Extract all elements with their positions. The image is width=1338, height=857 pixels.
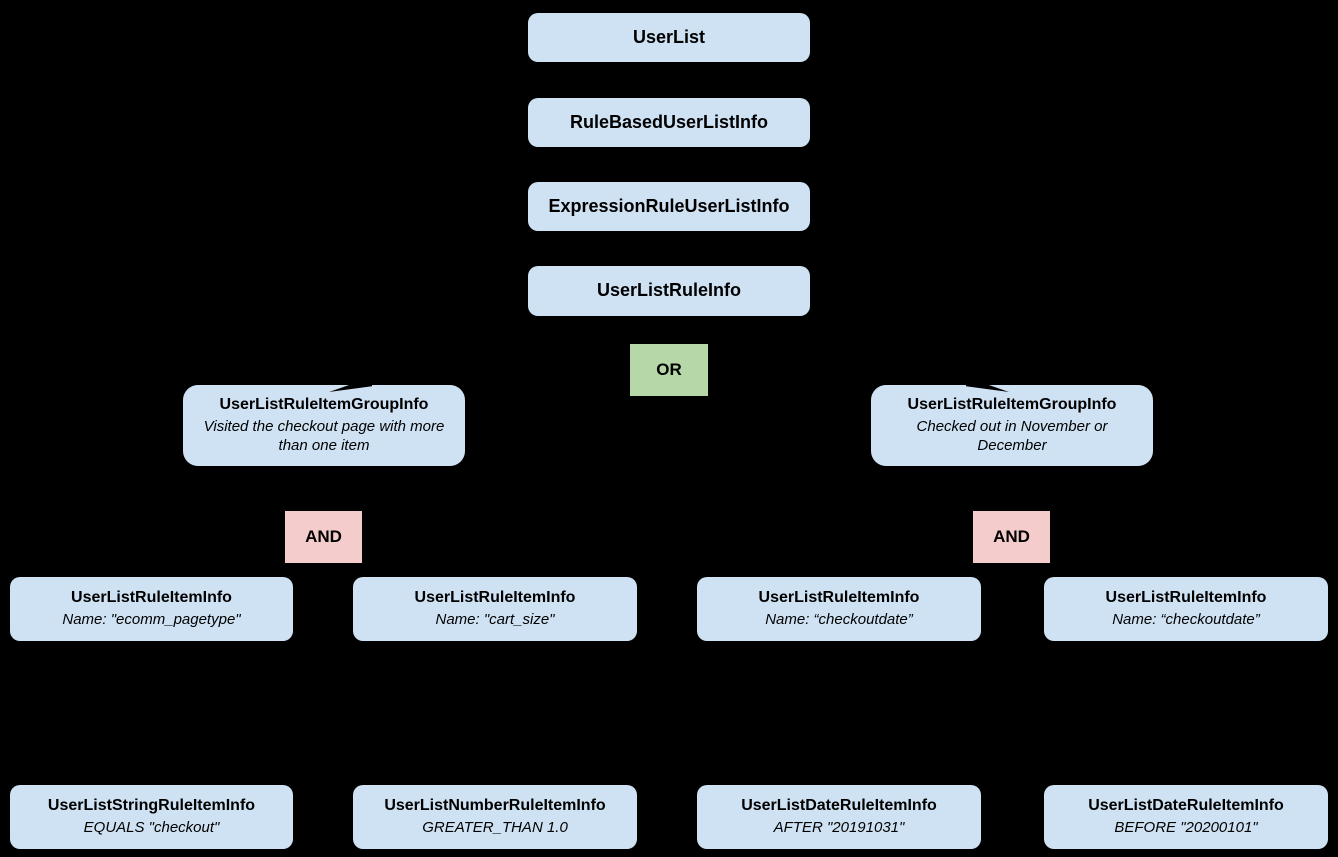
node-userlist: UserList xyxy=(528,13,810,62)
node-rule-item-cart-size: UserListRuleItemInfo Name: "cart_size" xyxy=(353,577,637,641)
leaf-label: UserListDateRuleItemInfo xyxy=(741,797,937,815)
node-expressionruleuserlistinfo-label: ExpressionRuleUserListInfo xyxy=(548,195,790,216)
rule-item-label: UserListRuleItemInfo xyxy=(414,589,576,607)
node-rulebaseduserlistinfo-label: RuleBasedUserListInfo xyxy=(569,111,769,132)
group-right-description: Checked out in November or December xyxy=(916,417,1108,455)
rule-item-label: UserListRuleItemInfo xyxy=(758,589,920,607)
group-left-description: Visited the checkout page with more than… xyxy=(203,417,445,455)
or-operator-label: OR xyxy=(656,359,682,379)
node-rule-item-checkoutdate-1: UserListRuleItemInfo Name: “checkoutdate… xyxy=(697,577,981,641)
node-string-rule-item: UserListStringRuleItemInfo EQUALS "check… xyxy=(10,785,293,849)
node-expressionruleuserlistinfo: ExpressionRuleUserListInfo xyxy=(528,182,810,231)
and-left-label: AND xyxy=(305,526,342,546)
node-rule-item-checkoutdate-2: UserListRuleItemInfo Name: “checkoutdate… xyxy=(1044,577,1328,641)
and-right-label: AND xyxy=(993,526,1030,546)
node-rule-item-group-left: UserListRuleItemGroupInfo Visited the ch… xyxy=(183,385,465,466)
node-and-operator-right: AND xyxy=(973,511,1050,563)
leaf-operator: AFTER "20191031" xyxy=(773,819,905,837)
node-rulebaseduserlistinfo: RuleBasedUserListInfo xyxy=(528,98,810,147)
rule-item-name: Name: “checkoutdate” xyxy=(1112,611,1260,629)
group-left-label: UserListRuleItemGroupInfo xyxy=(219,396,429,414)
rule-item-name: Name: "cart_size" xyxy=(435,611,555,629)
node-userlistruleinfo: UserListRuleInfo xyxy=(528,266,810,316)
node-userlistruleinfo-label: UserListRuleInfo xyxy=(596,280,742,301)
leaf-operator: BEFORE "20200101" xyxy=(1114,819,1258,837)
node-and-operator-left: AND xyxy=(285,511,362,563)
node-rule-item-ecomm-pagetype: UserListRuleItemInfo Name: "ecomm_pagety… xyxy=(10,577,293,641)
leaf-label: UserListDateRuleItemInfo xyxy=(1088,797,1284,815)
rule-item-label: UserListRuleItemInfo xyxy=(71,589,232,607)
leaf-label: UserListNumberRuleItemInfo xyxy=(384,797,606,815)
node-rule-item-group-right: UserListRuleItemGroupInfo Checked out in… xyxy=(871,385,1153,466)
node-date-rule-item-before: UserListDateRuleItemInfo BEFORE "2020010… xyxy=(1044,785,1328,849)
node-number-rule-item: UserListNumberRuleItemInfo GREATER_THAN … xyxy=(353,785,637,849)
leaf-operator: EQUALS "checkout" xyxy=(83,819,220,837)
leaf-label: UserListStringRuleItemInfo xyxy=(47,797,256,815)
node-or-operator: OR xyxy=(630,344,708,396)
rule-item-name: Name: “checkoutdate” xyxy=(765,611,913,629)
leaf-operator: GREATER_THAN 1.0 xyxy=(422,819,568,837)
node-date-rule-item-after: UserListDateRuleItemInfo AFTER "20191031… xyxy=(697,785,981,849)
rule-item-label: UserListRuleItemInfo xyxy=(1105,589,1267,607)
group-right-label: UserListRuleItemGroupInfo xyxy=(907,396,1117,414)
node-userlist-label: UserList xyxy=(632,26,706,47)
rule-item-name: Name: "ecomm_pagetype" xyxy=(62,611,241,629)
